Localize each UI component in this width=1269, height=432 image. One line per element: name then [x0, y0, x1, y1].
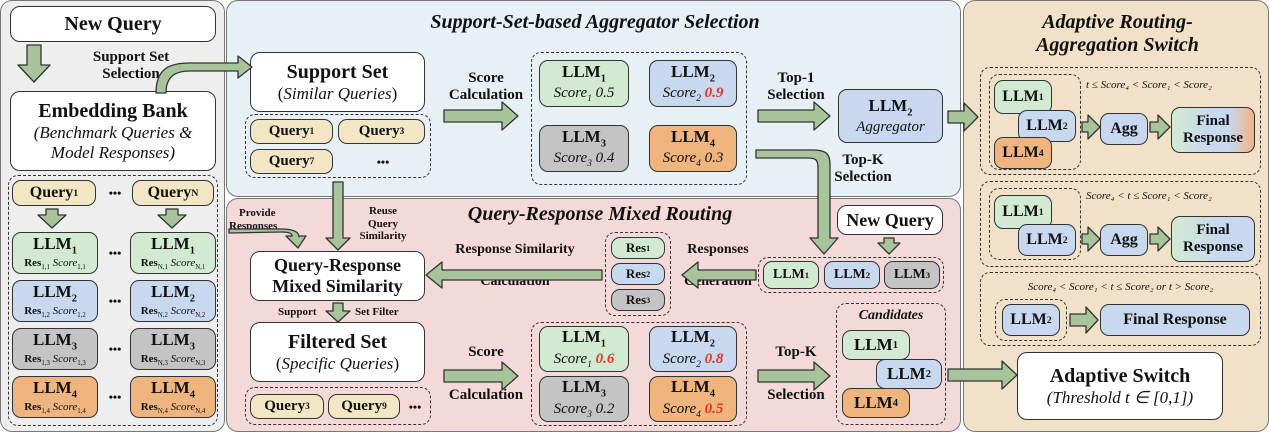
top-score-llm4: LLM4 Score4 0.3 [649, 125, 737, 172]
bank-llm3-qn: LLM3 ResN,3 ScoreN,3 [130, 328, 216, 370]
row-dots-1: ••• [108, 245, 122, 260]
bank-llm3-q1: LLM3 Res1,3 Score1,3 [12, 328, 98, 370]
bank-llm1-qn: LLM1 ResN,1 ScoreN,1 [130, 232, 216, 274]
mixed-routing-title: Query-Response Mixed Routing [467, 202, 733, 225]
top-score-llm1: LLM1 Score1 0.5 [539, 60, 629, 107]
case2-llm-group [989, 188, 1081, 260]
case2-box [980, 181, 1261, 267]
case3-final-response: Final Response [1100, 304, 1250, 336]
bank-llm4-q1: LLM4 Res1,4 Score1,4 [12, 376, 98, 418]
embedding-bank-box: Embedding Bank (Benchmark Queries & Mode… [10, 91, 216, 171]
case1-box [980, 67, 1261, 175]
new-query-mid: New Query [837, 205, 943, 235]
top-score-llm2: LLM2 Score2 0.9 [649, 60, 737, 107]
routing-llms-box [758, 257, 944, 293]
case3-condition: Score₄ < Score₁ < t ≤ Score₂ or t > Scor… [1027, 281, 1214, 293]
case1-condition: t ≤ Score₄ < Score₁ < Score₂ [1086, 79, 1212, 91]
support-queries-box [245, 114, 431, 178]
set-filter-label: Set Filter [355, 306, 399, 318]
case3-llm-group [995, 299, 1067, 341]
case1-llm-group [989, 74, 1081, 170]
candidates-box [836, 303, 946, 425]
row-dots-2: ••• [108, 293, 122, 308]
embedding-bank-contents [8, 175, 218, 426]
support-set-box: Support Set (Similar Queries) [250, 52, 425, 112]
mid-scores-box [531, 322, 747, 426]
row-dots-4: ••• [108, 389, 122, 404]
top-scores-box [531, 52, 747, 185]
support-panel-title: Support-Set-based Aggregator Selection [430, 10, 760, 33]
mid-score-llm2: LLM2 Score2 0.8 [649, 326, 737, 372]
adaptive-switch-box: Adaptive Switch (Threshold t ∈ [0,1]) [1017, 352, 1223, 420]
mid-score-llm1: LLM1 Score1 0.6 [539, 326, 629, 372]
filtered-queries-box [245, 387, 431, 425]
bank-llm2-qn: LLM2 ResN,2 ScoreN,2 [130, 280, 216, 322]
mid-score-llm4: LLM4 Score4 0.5 [649, 376, 737, 422]
responses-box [605, 232, 671, 316]
bank-llm1-q1: LLM1 Res1,1 Score1,1 [12, 232, 98, 274]
mid-score-llm3: LLM3 Score3 0.2 [539, 376, 629, 422]
support-query-dots: ••• [376, 154, 390, 169]
case3-box [980, 272, 1261, 346]
filtered-query-dots: ••• [408, 399, 422, 414]
filtered-set-box: Filtered Set (Specific Queries) [250, 322, 425, 382]
new-query-box: New Query [10, 6, 216, 42]
top-score-llm3: LLM3 Score3 0.4 [539, 125, 629, 172]
candidates-label: Candidates [858, 308, 924, 323]
bank-llm4-qn: LLM4 ResN,4 ScoreN,4 [130, 376, 216, 418]
adaptive-panel-title: Adaptive Routing-Aggregation Switch [1036, 11, 1199, 56]
row-dots-3: ••• [108, 341, 122, 356]
query-dots: ••• [108, 185, 122, 200]
case2-agg: Agg [1100, 224, 1148, 256]
case1-agg: Agg [1100, 113, 1148, 145]
aggregator-box: LLM2 Aggregator [838, 89, 943, 143]
support-label: Support [278, 306, 317, 318]
case2-condition: Score₄ < t ≤ Score₁ < Score₂ [1086, 190, 1212, 202]
bank-llm2-q1: LLM2 Res1,2 Score1,2 [12, 280, 98, 322]
